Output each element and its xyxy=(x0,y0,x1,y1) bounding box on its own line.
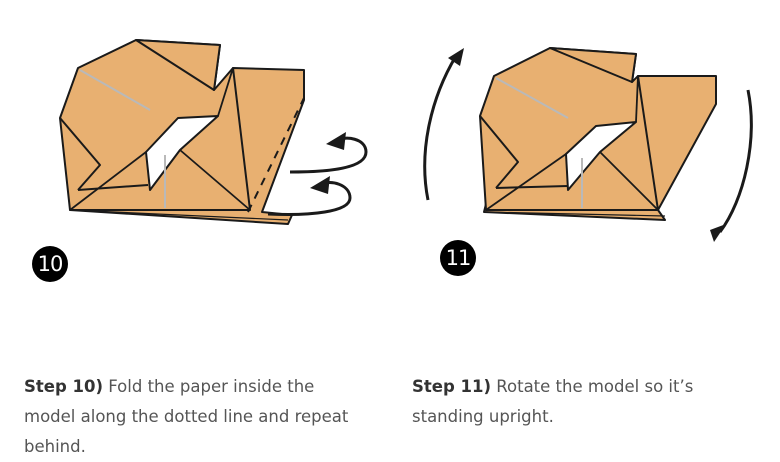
inner-opening xyxy=(565,121,637,191)
step-11-caption: Step 11) Rotate the model so it’s standi… xyxy=(412,372,757,432)
step-10-diagram xyxy=(59,39,368,225)
fold-arrow-lower xyxy=(267,176,352,216)
top-flap xyxy=(135,39,221,91)
rotate-arrow-right xyxy=(710,89,753,242)
step-10-badge: 10 xyxy=(32,246,68,282)
inner-opening xyxy=(145,115,219,191)
step-11-panel: 11 Step 11) Rotate the model so it’s sta… xyxy=(390,0,780,447)
fold-arrow-upper xyxy=(289,132,368,174)
step-11-badge: 11 xyxy=(440,240,476,276)
step-11-lead: Step 11) xyxy=(412,377,492,396)
step-11-text: Rotate the model so it’s standing uprigh… xyxy=(412,377,694,426)
top-flap xyxy=(549,47,637,83)
step-10-panel: 10 Step 10) Fold the paper inside the mo… xyxy=(0,0,390,456)
rotate-arrow-left xyxy=(423,48,464,201)
step-10-lead: Step 10) xyxy=(24,377,104,396)
step-11-diagram xyxy=(423,47,753,242)
dotted-fold-line xyxy=(247,97,305,213)
step-10-caption: Step 10) Fold the paper inside the model… xyxy=(24,372,369,462)
